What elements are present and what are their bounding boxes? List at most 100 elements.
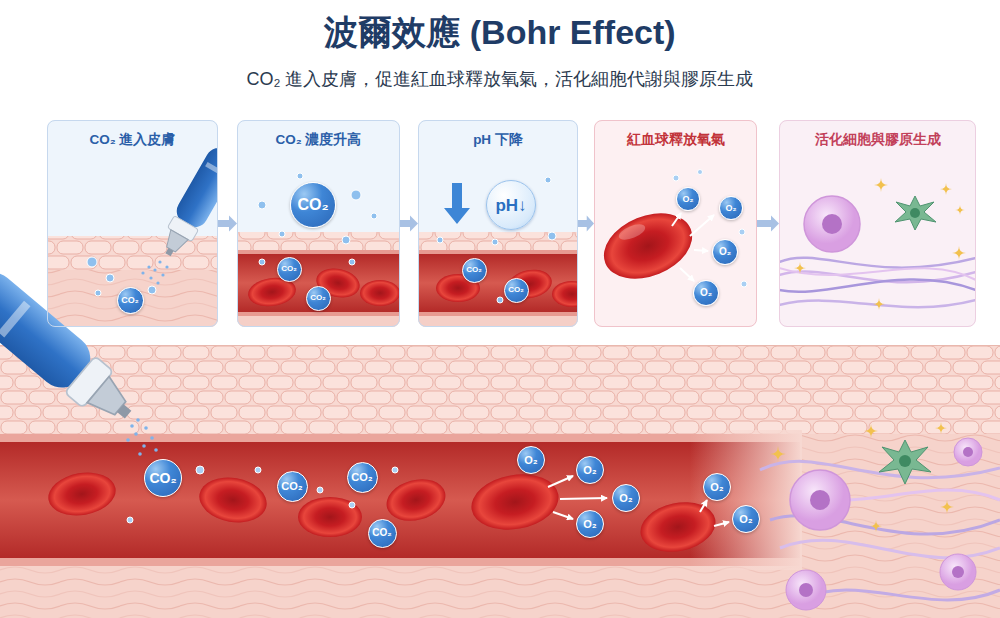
sparkles xyxy=(770,422,954,532)
vessel-scene xyxy=(437,177,556,303)
vessel-scene xyxy=(258,173,377,265)
gas-label: CO₂ xyxy=(281,265,297,273)
spray-dots xyxy=(136,418,140,422)
small-bubbles xyxy=(317,487,323,493)
skin-cross-section xyxy=(0,345,1000,434)
panel-fill xyxy=(237,120,400,327)
vessel-scene xyxy=(259,259,265,265)
skin-cross-section xyxy=(0,442,800,558)
gas-label: CO₂ xyxy=(466,266,482,274)
co2-device xyxy=(0,301,31,338)
red-blood-cells xyxy=(467,468,563,536)
step-panel: CO₂ 濃度升高CO₂CO₂CO₂ xyxy=(237,120,400,327)
cell-collagen-scene xyxy=(804,196,860,252)
vessel-scene xyxy=(545,177,551,183)
vessel-scene xyxy=(258,201,266,209)
vessel-scene xyxy=(492,239,498,245)
vessel-scene xyxy=(360,280,400,306)
release-arrows xyxy=(560,498,607,499)
gas-label: CO₂ xyxy=(508,286,524,294)
gas-label: O₂ xyxy=(726,204,737,213)
tissue-cells xyxy=(952,566,964,578)
vessel-scene xyxy=(237,232,400,327)
vessel-scene xyxy=(237,173,400,327)
skin-entry-scene xyxy=(47,270,218,327)
co2-device xyxy=(0,263,146,436)
gas-label: CO₂ xyxy=(281,481,302,492)
release-arrows xyxy=(553,512,573,519)
vessel-scene xyxy=(418,312,578,316)
vessel-scene xyxy=(548,232,556,240)
red-blood-cells xyxy=(636,496,720,559)
flow-arrow xyxy=(400,216,418,232)
red-blood-cells xyxy=(45,467,119,520)
gas-bubble: CO₂ xyxy=(277,471,308,502)
vessel-scene xyxy=(552,281,578,307)
tissue-cells xyxy=(879,440,931,484)
gas-label: O₂ xyxy=(619,493,632,504)
flow-arrow xyxy=(218,216,237,232)
step-panel: 活化細胞與膠原生成 xyxy=(779,120,976,327)
step-heading: pH 下降 xyxy=(419,132,577,148)
skin-cross-section xyxy=(0,345,1000,618)
rbc-release-scene xyxy=(739,229,745,235)
red-blood-cells xyxy=(382,473,450,527)
skin-entry-scene xyxy=(47,236,218,270)
step-panel: pH 下降 pH↓ CO₂ CO₂ xyxy=(418,120,578,327)
skin-cross-section xyxy=(0,345,1000,346)
gas-bubble: CO₂ xyxy=(504,278,529,303)
vessel-scene xyxy=(297,173,303,179)
gas-bubble: O₂ xyxy=(703,473,731,501)
panel-fill xyxy=(779,120,976,327)
gas-label: CO₂ xyxy=(372,528,391,538)
flow-arrow xyxy=(578,216,594,232)
collagen-fibers xyxy=(800,590,1000,600)
cell-collagen-scene xyxy=(873,298,885,310)
spray-dots xyxy=(149,276,152,279)
release-arrows xyxy=(548,476,729,526)
tissue-cells xyxy=(810,490,830,510)
tissue-cells xyxy=(940,554,976,590)
cell-collagen-scene xyxy=(895,196,936,230)
spray-dots xyxy=(161,273,164,276)
skin-entry-scene xyxy=(148,286,156,294)
small-bubbles xyxy=(392,467,398,473)
gas-label: CO₂ xyxy=(310,294,326,302)
gas-bubble: O₂ xyxy=(612,484,640,512)
down-arrow xyxy=(444,183,470,224)
vessel-scene xyxy=(237,250,400,254)
vessel-scene xyxy=(237,232,400,250)
gas-label: CO₂ xyxy=(121,296,139,305)
skin-entry-scene xyxy=(47,143,218,327)
spray-dots xyxy=(147,265,150,268)
gas-label: O₂ xyxy=(683,195,694,204)
spray-dots xyxy=(138,452,142,456)
cell-collagen-scene xyxy=(779,280,976,292)
tissue-cells xyxy=(786,438,982,610)
vessel-scene xyxy=(418,232,578,250)
vessel-scene xyxy=(418,177,578,327)
skin-cross-section xyxy=(0,566,1000,618)
cell-collagen-scene xyxy=(779,268,976,280)
co2-device xyxy=(87,377,131,422)
sparkles xyxy=(940,500,954,514)
vessel-scene xyxy=(237,312,400,316)
vessel-scene xyxy=(437,237,443,243)
cell-collagen-scene xyxy=(955,205,965,215)
spray-dots xyxy=(141,260,168,284)
rbc-release-scene xyxy=(617,221,647,243)
vessel-scene xyxy=(418,232,578,327)
step-heading: CO₂ 進入皮膚 xyxy=(48,132,217,148)
release-arrows xyxy=(680,268,694,281)
gas-bubble: CO₂ xyxy=(368,519,397,548)
gas-bubble: CO₂ xyxy=(347,462,378,493)
release-arrows xyxy=(714,522,729,526)
gas-label: CO₂ xyxy=(149,471,176,485)
vessel-scene xyxy=(371,213,377,219)
skin-entry-scene xyxy=(95,290,101,296)
gas-label: pH↓ xyxy=(495,197,526,214)
cell-collagen-scene xyxy=(779,178,976,310)
co2-device xyxy=(117,404,131,418)
vessel-scene xyxy=(351,190,361,200)
